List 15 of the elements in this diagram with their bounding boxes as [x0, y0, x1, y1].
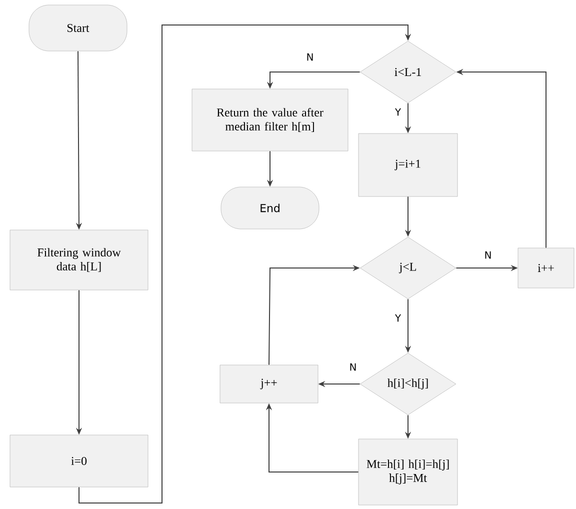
process-box: i++ — [518, 248, 574, 288]
edge-label: N — [305, 52, 315, 62]
process-box: i=0 — [10, 434, 148, 488]
edge-label: Y — [394, 313, 402, 323]
process-box: j=i+1 — [358, 133, 458, 197]
arrow — [78, 24, 412, 504]
terminal-box: End — [220, 186, 320, 230]
process-box: Filtering window data h[L] — [10, 230, 148, 290]
edge-label: N — [483, 250, 493, 260]
edge-label: Y — [394, 107, 402, 117]
edge-label: N — [348, 362, 358, 372]
process-box: Mt=h[i] h[i]=h[j] h[j]=Mt — [358, 438, 458, 506]
process-box: Return the value after median filter h[m] — [192, 88, 348, 152]
process-box: j++ — [220, 364, 318, 404]
terminal-box: Start — [28, 4, 128, 52]
